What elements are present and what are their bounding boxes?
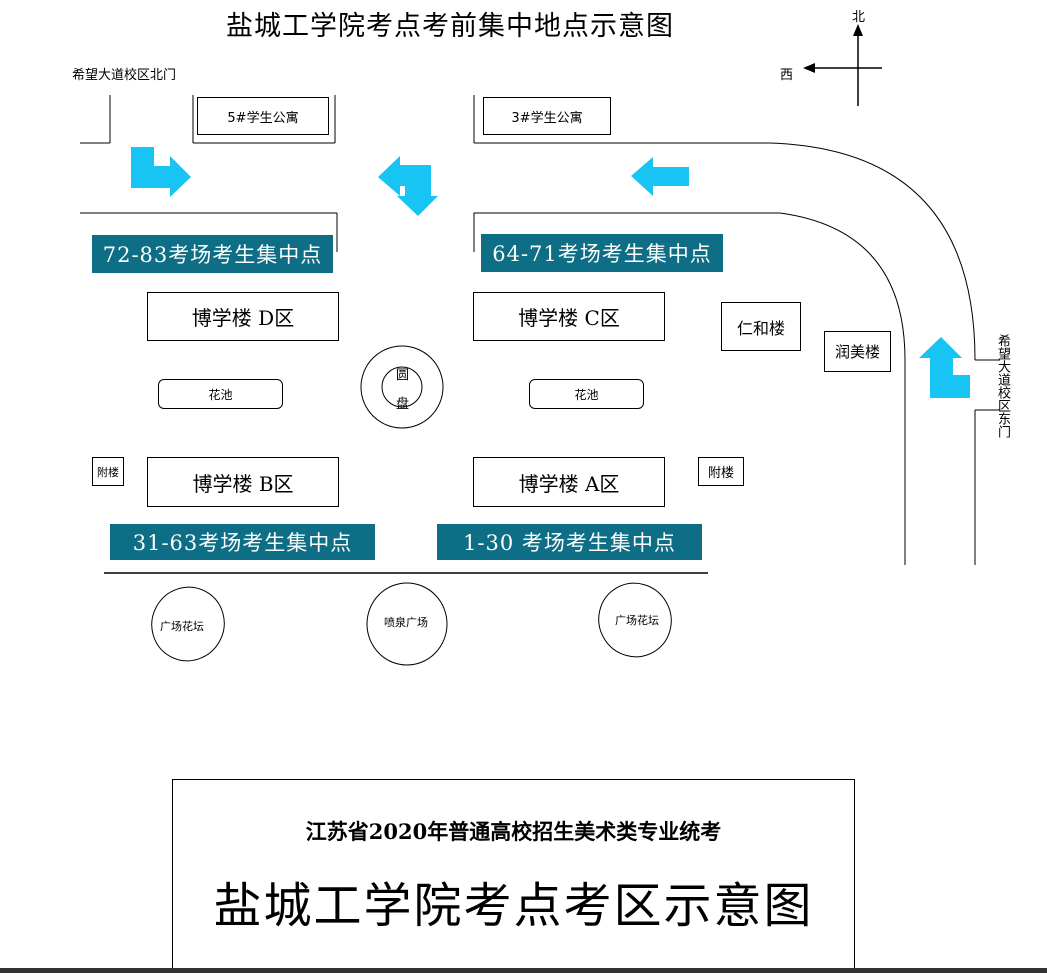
- roundabout-label-top: 圆: [396, 368, 410, 383]
- roundabout-inner: [381, 366, 423, 408]
- fountain-label: 喷泉广场: [384, 616, 428, 629]
- pond-right: 花池: [529, 379, 644, 409]
- gathering-point-c-zone: 64-71考场考生集中点: [481, 234, 723, 272]
- runmei-building: 润美楼: [824, 331, 891, 372]
- compass: [808, 28, 882, 106]
- arrow-icon-north-gate: [131, 147, 191, 197]
- flowerbed-left-label: 广场花坛: [160, 620, 204, 633]
- building-c: 博学楼 C区: [473, 292, 665, 341]
- arrow-icon-roundabout: [378, 156, 438, 216]
- annex-left-building: 附楼: [92, 457, 124, 486]
- compass-west-arrow-icon: [803, 63, 815, 73]
- flowerbed-right-shape: [598, 582, 672, 658]
- roundabout-outer: [360, 345, 444, 429]
- east-road: [473, 95, 1000, 565]
- flowerbed-right-label: 广场花坛: [615, 614, 659, 627]
- roundabout-label-bottom: 盘: [396, 397, 410, 412]
- card-heading: 盐城工学院考点考区示意图: [213, 878, 814, 934]
- arrow-icon-east-road: [631, 157, 689, 196]
- east-gate-label: 希望大道校区东门: [995, 334, 1010, 438]
- compass-north-arrow-icon: [853, 24, 863, 36]
- building-a: 博学楼 A区: [473, 457, 665, 507]
- gathering-point-b-zone: 31-63考场考生集中点: [110, 524, 375, 560]
- card-subtitle: 江苏省2020年普通高校招生美术类专业统考: [305, 819, 722, 844]
- renhe-building: 仁和楼: [721, 302, 801, 351]
- building-b: 博学楼 B区: [147, 457, 339, 507]
- gathering-point-a-zone: 1-30 考场考生集中点: [437, 524, 702, 560]
- north-gate-label: 希望大道校区北门: [72, 68, 177, 83]
- compass-north-label: 北: [852, 10, 866, 25]
- arrow-icon-east-gate: [919, 337, 970, 398]
- dorm-5-building: 5#学生公寓: [197, 97, 329, 135]
- gathering-point-d-zone: 72-83考场考生集中点: [92, 235, 333, 273]
- dorm-3-building: 3#学生公寓: [483, 97, 611, 135]
- pond-left: 花池: [158, 379, 283, 409]
- fountain-shape: [366, 582, 448, 666]
- page-title: 盐城工学院考点考前集中地点示意图: [226, 11, 674, 42]
- west-road: [80, 212, 338, 252]
- compass-west-label: 西: [780, 68, 794, 83]
- annex-right-building: 附楼: [698, 457, 744, 486]
- exam-info-card: 江苏省2020年普通高校招生美术类专业统考 盐城工学院考点考区示意图: [172, 779, 855, 973]
- building-d: 博学楼 D区: [147, 292, 339, 341]
- flowerbed-left-shape: [151, 586, 225, 662]
- bottom-edge-bar: [0, 968, 1047, 973]
- north-gate-road: [80, 95, 336, 144]
